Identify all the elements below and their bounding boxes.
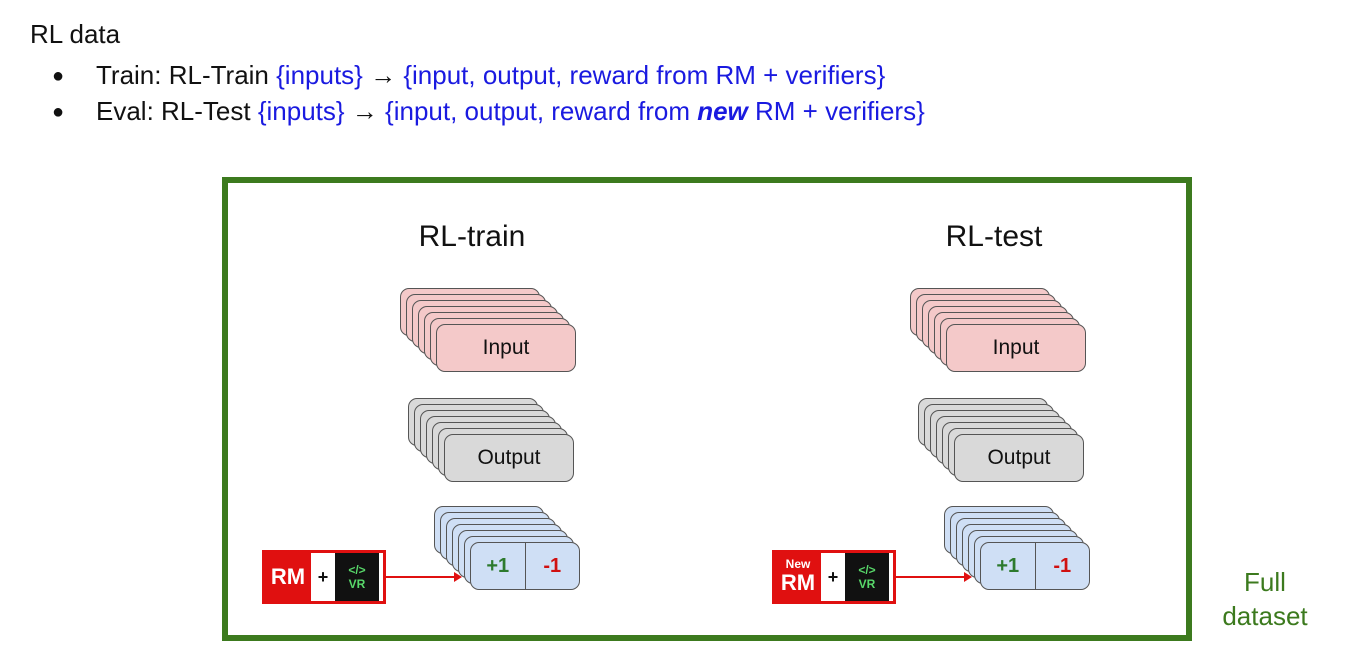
plus-sign: + [317,566,329,587]
reward-model-badge: New RM [775,553,821,601]
bullet-output-end: RM + verifiers} [747,96,925,126]
bullet-lead: Train: RL-Train [96,60,277,90]
bullet-dot: ● [52,101,65,123]
vr-label: VR [348,577,366,591]
bullet-eval: ● Eval: RL-Test {inputs} → {input, output… [52,94,925,129]
reward-score-card: +1 -1 [980,542,1090,590]
verifier-badge: </> VR [335,553,379,601]
bullet-dot: ● [52,65,65,87]
code-icon: </> [348,563,366,577]
input-label-card: Input [436,324,576,372]
code-icon: </> [858,563,876,577]
reward-positive: +1 [981,543,1036,589]
full-dataset-label-line2: dataset [1222,601,1308,631]
input-label: Input [992,336,1040,359]
bullet-arrow: → [344,96,386,126]
rm-connector-line [386,576,456,578]
plus-sign: + [827,566,839,587]
rm-label: RM [270,564,306,589]
reward-model-badge: RM [265,553,311,601]
full-dataset-label-line1: Full [1244,567,1286,597]
reward-negative: -1 [543,554,562,577]
column-title-rl-test: RL-test [945,220,1043,253]
output-label: Output [987,446,1051,469]
verifier-badge: </> VR [845,553,889,601]
output-label-card: Output [954,434,1084,482]
bullet-arrow: → [362,60,404,90]
rm-label: RM [780,570,816,595]
rm-verifier-box-test: New RM + </> VR [772,550,896,604]
bullet-new-word: new [697,96,748,126]
bullet-output-start: {input, output, reward from [385,96,698,126]
bullet-output-start: {input, output, reward from [403,60,716,90]
bullet-inputs: {inputs} [257,96,345,126]
rm-verifier-box-train: RM + </> VR [262,550,386,604]
bullet-output-end: RM + verifiers} [715,60,886,90]
full-dataset-frame [222,177,1192,641]
column-title-rl-train: RL-train [418,220,526,253]
full-dataset-label: Full dataset [1195,565,1335,633]
bullet-inputs: {inputs} [276,60,363,90]
reward-negative: -1 [1053,554,1072,577]
bullet-lead: Eval: RL-Test [96,96,258,126]
input-label: Input [482,336,530,359]
rm-connector-line [896,576,966,578]
reward-positive: +1 [471,543,526,589]
heading: RL data [30,19,121,49]
reward-score-card: +1 -1 [470,542,580,590]
arrow-head-icon [454,572,462,582]
rm-new-tag: New [785,557,811,571]
vr-label: VR [858,577,876,591]
bullet-train: ● Train: RL-Train {inputs} → {input, outp… [52,58,885,93]
output-label: Output [477,446,541,469]
input-label-card: Input [946,324,1086,372]
arrow-head-icon [964,572,972,582]
output-label-card: Output [444,434,574,482]
